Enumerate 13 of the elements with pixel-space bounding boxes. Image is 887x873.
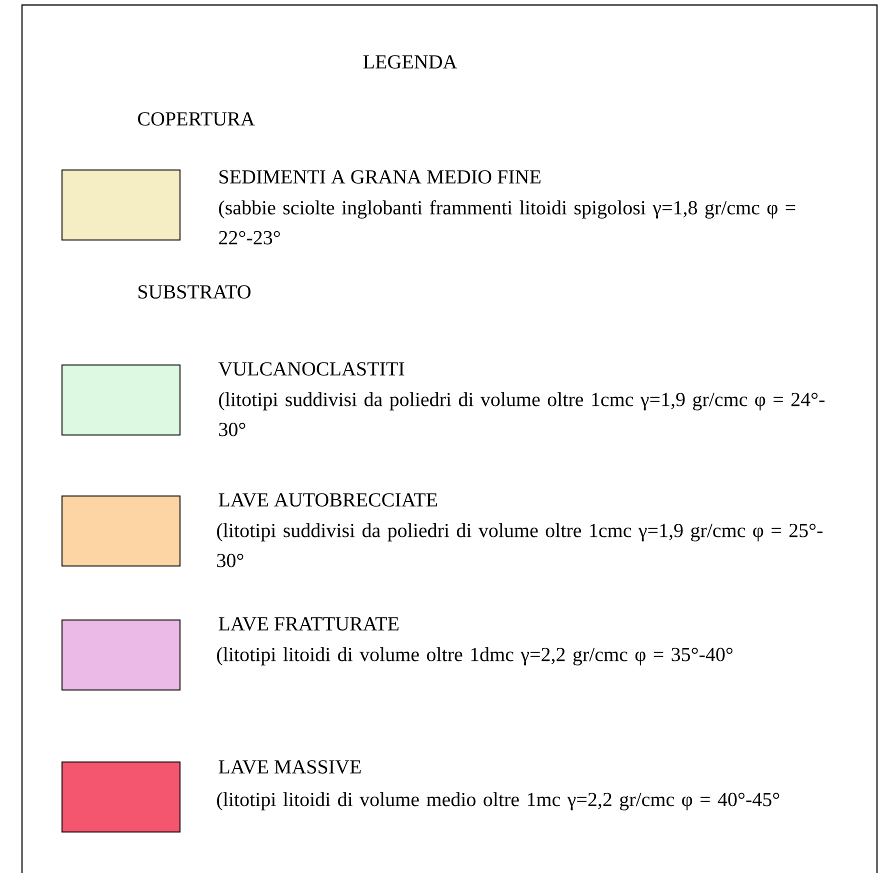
- legend-label: VULCANOCLASTITI: [218, 362, 404, 376]
- legend-label: LAVE FRATTURATE: [218, 617, 399, 631]
- legend-description: (sabbie sciolte inglobanti frammenti litoidi spigolosi γ=1,8 gr/cmc φ = 22°-23°: [219, 200, 796, 244]
- legend-description: (litotipi litoidi di volume oltre 1dmc γ=2,2 gr/cmc φ = 35°-40°: [217, 647, 732, 666]
- legend-label: LAVE MASSIVE: [218, 760, 361, 774]
- legend-description: (litotipi litoidi di volume medio oltre 1mc γ=2,2 gr/cmc φ = 40°-45°: [217, 792, 780, 810]
- section-heading: COPERTURA: [138, 112, 255, 126]
- legend-title: LEGENDA: [363, 55, 458, 69]
- legend-description: (litotipi suddivisi da poliedri di volume oltre 1cmc γ=1,9 gr/cmc φ = 24°-30°: [219, 392, 824, 436]
- legend-description: (litotipi suddivisi da poliedri di volume oltre 1cmc γ=1,9 gr/cmc φ = 25°-30°: [217, 523, 822, 568]
- legend-label: SEDIMENTI A GRANA MEDIO FINE: [220, 170, 540, 184]
- legend-label: LAVE AUTOBRECCIATE: [218, 493, 438, 507]
- section-heading: SUBSTRATO: [138, 285, 250, 299]
